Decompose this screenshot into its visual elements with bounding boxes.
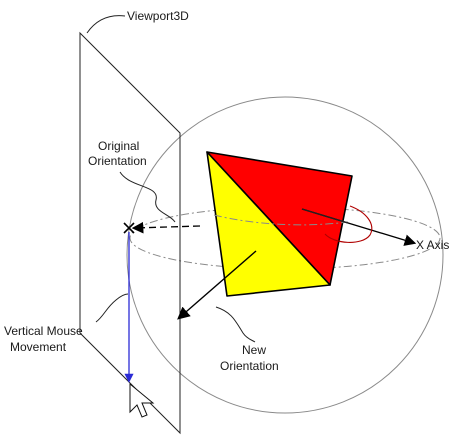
equator-over-shape <box>213 214 349 226</box>
vertical-mouse-movement-label-line1: Vertical Mouse <box>4 324 83 338</box>
cross-mark-icon <box>123 222 135 234</box>
rotation-arc <box>324 205 373 243</box>
vertical-mouse-movement-label-line2: Movement <box>10 340 67 354</box>
original-orientation-label-line2: Orientation <box>88 154 147 168</box>
new-orientation-label-line1: New <box>242 343 266 357</box>
trackball-sphere <box>126 96 444 414</box>
original-leader-line <box>119 171 176 223</box>
viewport-label: Viewport3D <box>127 9 189 23</box>
viewport-plane <box>79 31 181 435</box>
mouse-pointer-icon <box>129 382 155 418</box>
vertical-leader-line <box>95 293 129 323</box>
x-axis-label: X Axis <box>416 238 449 252</box>
new-orientation-label-line2: Orientation <box>220 359 279 373</box>
new-orientation-arrow <box>177 250 257 320</box>
original-orientation-label-line1: Original <box>98 139 139 153</box>
original-orientation-arrow <box>131 221 201 234</box>
x-axis-inner-segment <box>301 208 349 224</box>
new-leader-line <box>215 306 256 343</box>
viewport-leader-line <box>86 15 126 34</box>
